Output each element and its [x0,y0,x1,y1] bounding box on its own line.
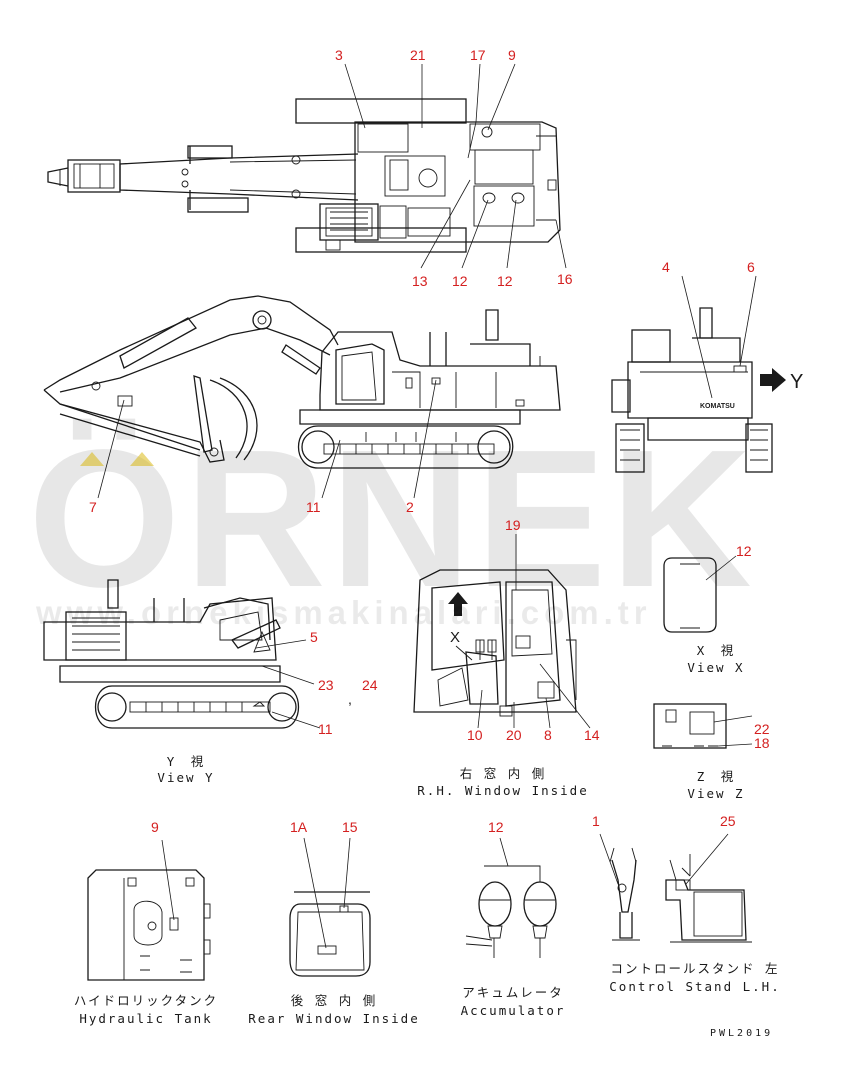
callout-12-top-a: 12 [452,273,468,289]
hyd-tank-leader [161,839,175,921]
callout-2: 2 [406,499,414,515]
caption-view-x-jp: X 視 [697,643,736,658]
side-view-excavator [43,295,561,469]
callout-4: 4 [662,259,670,275]
drawing-code: PWL2019 [710,1028,773,1039]
callout-14: 14 [584,727,600,743]
side-view-leaders [97,379,437,499]
caption-accumulator-en: Accumulator [461,1003,566,1018]
callout-20: 20 [506,727,522,743]
callout-21: 21 [410,47,426,63]
caption-control-stand-en: Control Stand L.H. [609,979,780,994]
callout-12-top-b: 12 [497,273,513,289]
view-x-leader [705,555,737,581]
rear-window [289,891,371,977]
rear-view-leaders [681,275,757,399]
callout-9-tank: 9 [151,819,159,835]
watermark-dots [80,452,154,466]
callout-5: 5 [310,629,318,645]
view-z-leaders [713,715,753,747]
hydraulic-tank [87,869,211,981]
callout-16: 16 [557,271,573,287]
callout-separator: , [348,691,352,707]
caption-accumulator-jp: アキュムレータ [462,985,564,1000]
view-y-leaders [255,639,321,729]
rear-window-leaders [303,837,351,949]
top-view-excavator [47,98,561,253]
watermark-brand: ÖRNEK [28,409,756,628]
callout-25: 25 [720,813,736,829]
callout-13: 13 [412,273,428,289]
callout-labels: 3 21 17 9 13 12 12 16 4 6 7 11 2 19 12 5… [89,47,770,835]
callout-12-accumulator: 12 [488,819,504,835]
callout-18: 18 [754,735,770,751]
rh-window-leaders [477,534,591,729]
control-stand-leaders [599,833,729,885]
captions: Y 視 View Y 右 窓 内 側 R.H. Window Inside X … [74,643,780,1026]
window-x-arrow-letter: X [450,629,460,646]
accumulator [465,865,557,958]
watermark-url: www.ornekismakinalari.com.tr [35,594,652,631]
view-z-panel [653,703,727,749]
caption-view-z-jp: Z 視 [697,769,736,784]
callout-3: 3 [335,47,343,63]
callout-22: 22 [754,721,770,737]
rear-brand-mark: KOMATSU [700,403,735,410]
callout-7: 7 [89,499,97,515]
accumulator-leader [499,837,509,867]
callout-11-side: 11 [306,499,321,515]
caption-view-y-jp: Y 視 [167,754,206,769]
caption-view-y-en: View Y [157,770,214,785]
callout-11-view-y: 11 [318,721,333,737]
callout-23: 23 [318,677,334,693]
view-x-decal [663,557,717,633]
callout-24: 24 [362,677,378,693]
top-view-leaders [344,63,567,269]
caption-hyd-tank-en: Hydraulic Tank [79,1011,212,1026]
caption-rear-window-jp: 後 窓 内 側 [291,993,378,1008]
callout-12-view-x: 12 [736,543,752,559]
callout-17: 17 [470,47,486,63]
callout-1: 1 [592,813,600,829]
caption-control-stand-jp: コントロールスタンド 左 [610,961,779,976]
caption-hyd-tank-jp: ハイドロリックタンク [74,993,218,1008]
caption-rh-window-jp: 右 窓 内 側 [460,766,547,781]
rear-view-excavator: KOMATSU Y [611,307,803,473]
callout-6: 6 [747,259,755,275]
control-stand [609,847,752,943]
callout-10: 10 [467,727,483,743]
view-y-arrow-letter: Y [790,371,803,393]
callout-9-top: 9 [508,47,516,63]
caption-view-x-en: View X [687,660,744,675]
view-y-excavator [43,579,300,729]
callout-19: 19 [505,517,521,533]
rh-window-cab: X [413,569,577,717]
callout-8: 8 [544,727,552,743]
caption-view-z-en: View Z [687,786,744,801]
callout-15: 15 [342,819,358,835]
caption-rear-window-en: Rear Window Inside [248,1011,419,1026]
caption-rh-window-en: R.H. Window Inside [417,783,588,798]
callout-1A: 1A [290,819,308,835]
